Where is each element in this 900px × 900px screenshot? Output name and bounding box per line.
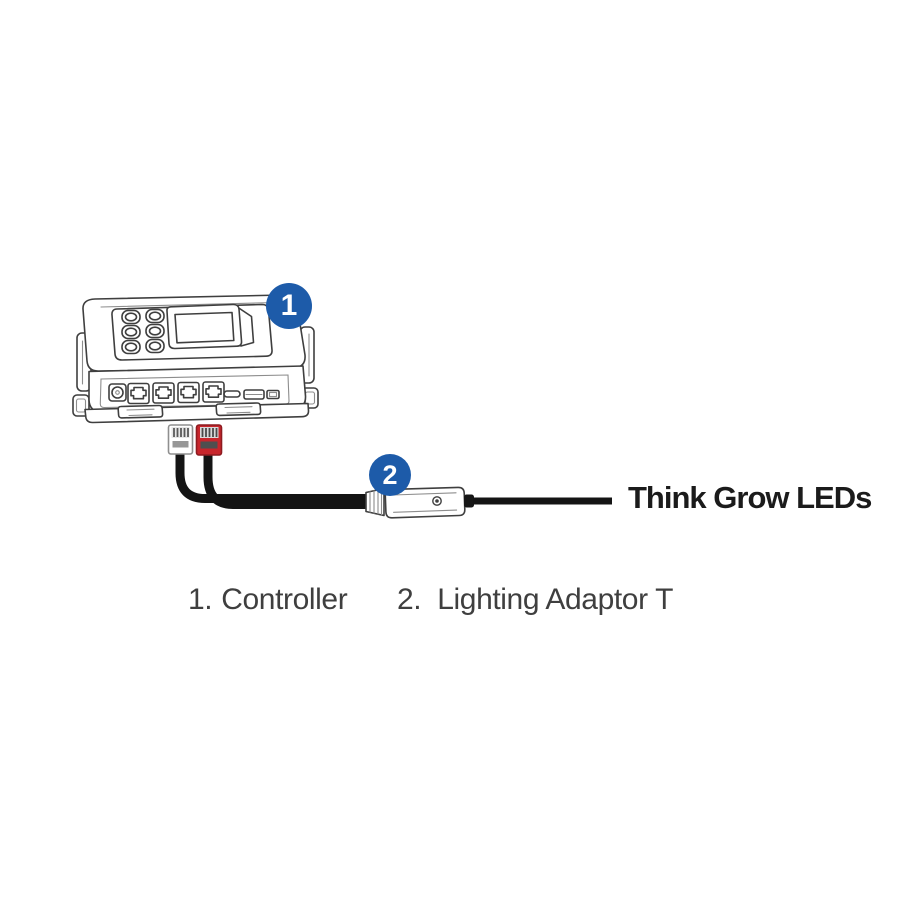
rj-plug-white [167,424,194,455]
callout-badge-1: 1 [266,283,312,329]
controller-cables [175,450,370,509]
callout-number-2: 2 [382,459,398,490]
legend-number-2: 2. [397,583,422,616]
controller-illustration [72,294,319,424]
output-stub [464,494,474,508]
power-port [108,383,127,402]
display-screen [166,303,255,350]
lighting-adaptor-illustration [365,486,612,519]
legend-label-1: Controller [221,583,348,616]
keypad-buttons [121,308,165,355]
legend-item-lighting-adaptor: 2. Lighting Adaptor T [397,583,673,617]
legend-label-2: Lighting Adaptor T [437,583,673,616]
legend-number-1: 1. [188,583,213,616]
rj-plug-red [195,424,223,456]
screw-center-icon [435,499,439,503]
rj-ports [127,381,225,405]
cable-destination-label: Think Grow LEDs [628,480,872,515]
callout-badge-2: 2 [369,454,411,496]
adaptor-body [384,486,466,519]
callout-number-1: 1 [280,289,298,322]
legend-item-controller: 1.Controller [188,583,348,617]
usb-slots [223,389,280,400]
mounting-plate [84,402,310,424]
